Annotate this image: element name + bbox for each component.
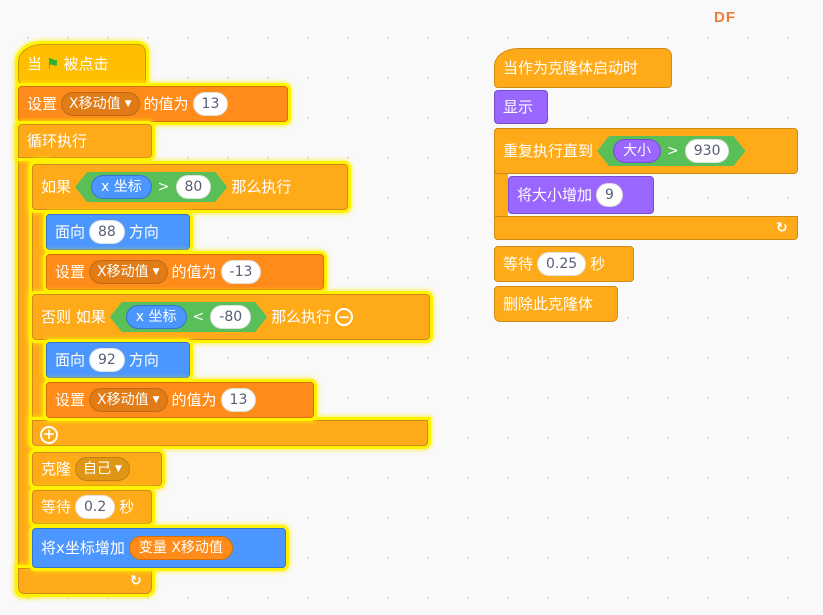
operator-symbol: >: [667, 143, 679, 159]
repeat-until-bottom[interactable]: [494, 216, 798, 240]
seconds-input[interactable]: 0.25: [537, 252, 587, 276]
direction-input[interactable]: 92: [89, 348, 125, 372]
compare-value-input[interactable]: 80: [176, 175, 212, 199]
then-label: 那么执行: [271, 307, 332, 326]
show-block[interactable]: 显示: [494, 90, 548, 124]
direction-suffix: 方向: [128, 222, 159, 241]
x-position-reporter[interactable]: x 坐标: [126, 305, 187, 329]
hat-clicked-label: 被点击: [63, 54, 109, 73]
when-flag-clicked-hat[interactable]: 当 ⚑ 被点击: [18, 44, 146, 84]
green-flag-icon: ⚑: [46, 54, 60, 73]
direction-suffix: 方向: [128, 350, 159, 369]
forever-block[interactable]: 循环执行: [18, 124, 152, 158]
delete-clone-label: 删除此克隆体: [503, 294, 594, 313]
set-variable-block[interactable]: 设置 X移动值▼ 的值为 13: [18, 86, 288, 122]
clone-target-dropdown[interactable]: 自己▼: [75, 457, 130, 481]
wait-block[interactable]: 等待 0.2 秒: [32, 490, 152, 524]
clone-label: 克隆: [41, 459, 72, 478]
change-x-block[interactable]: 将x坐标增加 变量 X移动值: [32, 528, 286, 568]
set-label: 设置: [55, 390, 86, 409]
set-label: 设置: [27, 94, 58, 113]
then-label: 那么执行: [231, 177, 292, 196]
hat-when-label: 当: [27, 54, 43, 73]
repeat-until-label: 重复执行直到: [503, 141, 594, 160]
when-start-as-clone-hat[interactable]: 当作为克隆体启动时: [494, 48, 672, 88]
remove-else-minus-icon[interactable]: −: [335, 308, 354, 326]
watermark: DF: [714, 9, 736, 26]
less-than-operator[interactable]: x 坐标 < -80: [110, 302, 267, 332]
else-if-block[interactable]: 否则 如果 x 坐标 < -80 那么执行 −: [32, 294, 430, 340]
forever-label: 循环执行: [27, 131, 88, 150]
operator-symbol: <: [192, 309, 205, 325]
direction-input[interactable]: 88: [89, 220, 125, 244]
seconds-suffix: 秒: [590, 254, 606, 273]
wait-label: 等待: [41, 497, 72, 516]
change-size-block[interactable]: 将大小增加 9: [508, 176, 654, 214]
value-input[interactable]: 13: [220, 388, 257, 412]
repeat-loop-arrow-icon: ↻: [776, 220, 788, 236]
x-position-reporter[interactable]: x 坐标: [91, 175, 152, 199]
seconds-suffix: 秒: [119, 497, 135, 516]
wait-block[interactable]: 等待 0.25 秒: [494, 246, 634, 282]
chevron-down-icon: ▼: [152, 395, 160, 405]
chevron-down-icon: ▼: [115, 464, 122, 474]
point-direction-block[interactable]: 面向 92 方向: [46, 342, 190, 378]
set-variable-block[interactable]: 设置 X移动值▼ 的值为 13: [46, 382, 314, 418]
compare-value-input[interactable]: -80: [210, 305, 251, 329]
compare-value-input[interactable]: 930: [685, 139, 730, 163]
forever-loop-arrow-icon: ↻: [130, 573, 142, 589]
variable-dropdown[interactable]: X移动值▼: [89, 260, 168, 284]
size-input[interactable]: 9: [596, 183, 623, 207]
if-block-bottom[interactable]: [32, 420, 428, 446]
repeat-until-block[interactable]: 重复执行直到 大小 > 930: [494, 128, 798, 174]
else-if-label: 否则 如果: [41, 307, 106, 326]
show-label: 显示: [503, 97, 534, 116]
set-to-label: 的值为: [171, 390, 217, 409]
set-to-label: 的值为: [171, 262, 217, 281]
variable-dropdown[interactable]: X移动值▼: [89, 388, 168, 412]
change-size-label: 将大小增加: [517, 185, 593, 204]
chevron-down-icon: ▼: [152, 267, 160, 277]
value-input[interactable]: 13: [192, 92, 229, 116]
operator-symbol: >: [157, 179, 170, 195]
greater-than-operator[interactable]: x 坐标 > 80: [75, 172, 227, 202]
clone-hat-label: 当作为克隆体启动时: [503, 58, 639, 77]
point-label: 面向: [55, 350, 86, 369]
change-x-label: 将x坐标增加: [41, 538, 125, 557]
chevron-down-icon: ▼: [124, 99, 132, 109]
set-label: 设置: [55, 262, 86, 281]
add-else-plus-icon[interactable]: +: [40, 424, 58, 444]
value-input[interactable]: -13: [220, 260, 262, 284]
if-label: 如果: [41, 177, 72, 196]
create-clone-block[interactable]: 克隆 自己▼: [32, 452, 162, 486]
set-to-label: 的值为: [143, 94, 189, 113]
wait-label: 等待: [503, 254, 534, 273]
size-reporter[interactable]: 大小: [613, 139, 661, 163]
greater-than-operator[interactable]: 大小 > 930: [597, 136, 745, 166]
point-direction-block[interactable]: 面向 88 方向: [46, 214, 190, 250]
seconds-input[interactable]: 0.2: [75, 495, 116, 519]
forever-block-bottom[interactable]: [18, 568, 152, 594]
delete-clone-block[interactable]: 删除此克隆体: [494, 286, 618, 322]
point-label: 面向: [55, 222, 86, 241]
if-then-block[interactable]: 如果 x 坐标 > 80 那么执行: [32, 164, 348, 210]
set-variable-block[interactable]: 设置 X移动值▼ 的值为 -13: [46, 254, 324, 290]
variable-dropdown[interactable]: X移动值▼: [61, 92, 140, 116]
variable-reporter[interactable]: 变量 X移动值: [128, 536, 233, 560]
